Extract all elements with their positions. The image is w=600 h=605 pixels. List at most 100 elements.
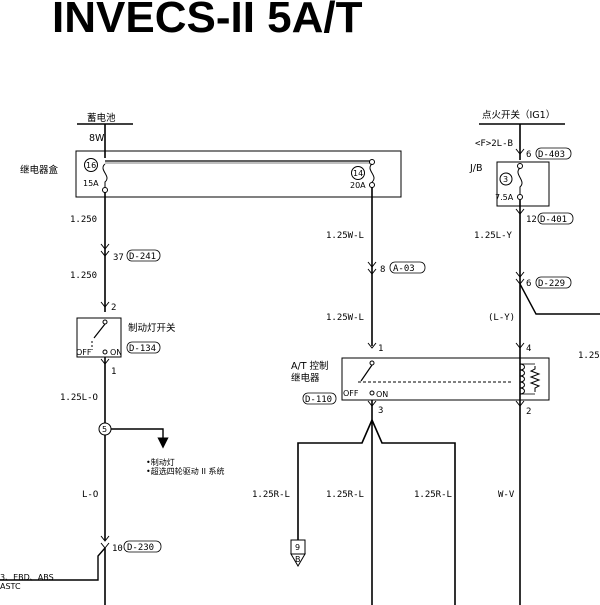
- wire-label-125r-l-a: 1.25R-L: [252, 490, 290, 500]
- right-branch-upper: [519, 283, 600, 315]
- wire-label-125l-o: 1.25L-O: [60, 393, 98, 403]
- wire-label-l-y: (L-Y): [488, 313, 515, 323]
- connector-d241-mark: [100, 243, 110, 257]
- jb-fuse-terminal-top: [517, 163, 523, 169]
- ground-9-mark: B: [295, 555, 301, 564]
- wire-label-125-right: 1.25: [578, 351, 600, 361]
- wire-label-125l-y: 1.25L-Y: [474, 231, 513, 241]
- brake-switch-blade: [93, 323, 106, 339]
- connector-d241: D-241: [129, 252, 156, 262]
- brake-switch-conn: D-134: [129, 344, 156, 354]
- connector-d401-box: [537, 212, 574, 225]
- brake-switch-off: OFF: [76, 348, 92, 357]
- jb-fuse-terminal: [517, 194, 523, 200]
- relay-box: [75, 150, 402, 198]
- wire-label-l-o: L-O: [82, 490, 98, 500]
- fuse14-symbol: [369, 163, 375, 183]
- connector-d401-pin: 12: [526, 215, 537, 225]
- fuse16-rating: 15A: [83, 179, 99, 188]
- connector-d403: D-403: [538, 150, 565, 160]
- fuse14-rating: 20A: [350, 181, 366, 190]
- connector-d230-box: [123, 540, 162, 553]
- fuse14-number: 14: [353, 169, 363, 178]
- at-relay-blade: [360, 364, 373, 382]
- junction-5-dest-4wd: •超选四轮驱动 II 系统: [146, 466, 225, 476]
- junction-5-number: 5: [102, 425, 107, 434]
- junction-5-dest-brake-lamp: •制动灯: [146, 457, 175, 467]
- left-branch-abs: [0, 547, 106, 581]
- at-relay-pin4: 4: [526, 344, 531, 354]
- at-relay-node-bottom: [369, 390, 375, 396]
- jb-fuse-symbol: [517, 167, 523, 194]
- at-control-relay: [341, 357, 550, 401]
- at-relay-pin3: 3: [378, 406, 383, 416]
- left-edge-label-1: 3、EBD、ABS: [0, 573, 54, 582]
- fuse16-symbol: [102, 163, 108, 190]
- brake-switch-pin-top: 2: [111, 303, 116, 313]
- jb-fuse-badge: [499, 172, 513, 186]
- connector-d229-pin: 6: [526, 279, 531, 289]
- connector-a03-box: [389, 261, 426, 274]
- at-relay-arrow-pin1: [367, 342, 377, 349]
- brake-switch-arrow-top: [100, 301, 110, 308]
- fuse14-terminal-top: [369, 159, 375, 165]
- wire-label-125w-l-mid: 1.25W-L: [326, 313, 364, 323]
- wire-label-125r-l-c: 1.25R-L: [414, 490, 452, 500]
- fuse16-terminal: [102, 187, 108, 193]
- wire-label-125w-l-top: 1.25W-L: [326, 231, 364, 241]
- brake-switch-conn-box: [126, 341, 161, 354]
- at-relay-resistor: [529, 366, 541, 392]
- at-relay-conn-box: [302, 392, 337, 405]
- wire-label-125r-l-b: 1.25R-L: [326, 490, 364, 500]
- brake-light-switch: [76, 317, 122, 358]
- wire-label-1250-mid: 1.250: [70, 271, 97, 281]
- connector-d403-pin: 6: [526, 150, 531, 160]
- connector-d241-pin: 37: [113, 253, 124, 263]
- connector-d230: D-230: [127, 543, 154, 553]
- at-relay-arrow-pin2: [515, 400, 525, 407]
- at-relay-node-top: [369, 360, 375, 366]
- battery-label: 蓄电池: [87, 112, 116, 124]
- connector-d241-box: [126, 249, 161, 262]
- at-relay-conn: D-110: [305, 395, 332, 405]
- relay-box-label: 继电器盒: [20, 164, 59, 176]
- jb-fuse-rating: 7.5A: [495, 193, 514, 202]
- fuse14-badge: [351, 166, 365, 180]
- brake-switch-label: 制动灯开关: [128, 322, 176, 334]
- junction-block: [496, 161, 550, 207]
- connector-d229-box: [535, 276, 572, 289]
- connector-d230-pin: 10: [112, 544, 123, 554]
- at-relay-arrow-pin4: [515, 342, 525, 349]
- fuse16-number: 16: [86, 161, 96, 170]
- connector-d403-box: [535, 147, 572, 160]
- fuse16-badge: [84, 158, 98, 172]
- at-relay-coil: [519, 363, 525, 395]
- connector-d401: D-401: [540, 215, 567, 225]
- at-relay-pin1: 1: [378, 344, 383, 354]
- junction-5-branch: [111, 428, 169, 449]
- branch-right: [371, 419, 456, 605]
- connector-a03-pin: 8: [380, 265, 385, 275]
- connector-d403-mark: [515, 148, 525, 155]
- at-relay-off: OFF: [343, 389, 359, 398]
- brake-switch-on: ON: [110, 348, 122, 357]
- at-relay-label-2: 继电器: [291, 372, 320, 384]
- branch-to-ground: [297, 419, 373, 540]
- ignition-wire-code: <F>2L-B: [475, 139, 513, 149]
- ignition-switch-label: 点火开关（IG1）: [482, 109, 555, 121]
- jb-label: J/B: [469, 163, 483, 174]
- brake-switch-node-top: [102, 319, 108, 325]
- battery-wire-code: 8W: [89, 133, 105, 144]
- connector-d401-mark: [515, 208, 525, 215]
- connector-d229: D-229: [538, 279, 565, 289]
- connector-a03: A-03: [393, 264, 415, 274]
- left-edge-label-2: ASTC: [0, 582, 21, 591]
- brake-switch-pin-bottom: 1: [111, 367, 116, 377]
- fuse14-terminal: [369, 182, 375, 188]
- at-relay-on: ON: [376, 390, 388, 399]
- brake-switch-node-bottom: [102, 349, 108, 355]
- wire-label-1250-top: 1.250: [70, 215, 97, 225]
- ground-9-symbol: [290, 553, 306, 567]
- jb-fuse-number: 3: [503, 175, 508, 184]
